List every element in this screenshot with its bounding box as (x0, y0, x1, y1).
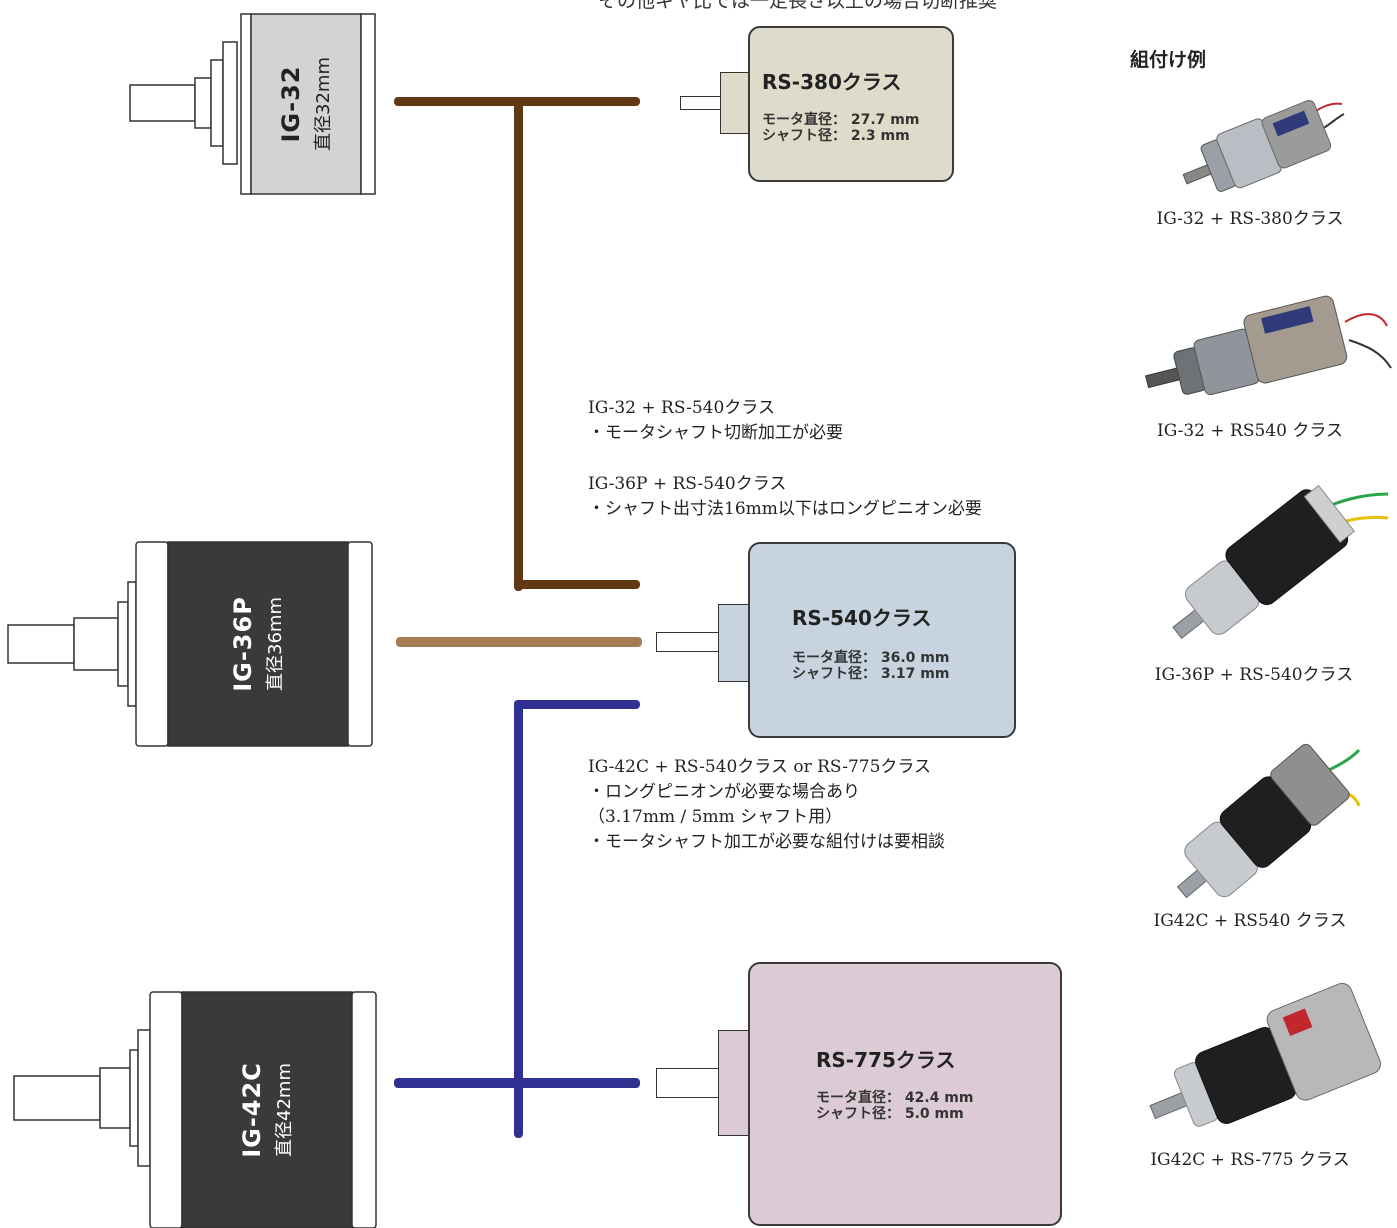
motor-boss-rs380 (720, 72, 750, 134)
motor-boss-rs540 (718, 604, 750, 682)
motor-title: RS-775クラス (816, 1048, 956, 1072)
example-photo-ig32-rs380 (1182, 100, 1345, 192)
motor-shaft-rs540 (656, 632, 720, 652)
example-photo-ig42c-rs540 (1176, 743, 1361, 899)
example-photo-ig32-rs540 (1145, 295, 1392, 396)
example-caption: IG-32 + RS540 クラス (1157, 421, 1343, 441)
motor-box-rs380: RS-380クラス モータ直径： 27.7 mm シャフト径： 2.3 mm (748, 26, 954, 182)
motor-shaft-rs775 (656, 1068, 720, 1098)
gearhead-ig36p: IG-36P 直径36mm (6, 540, 376, 750)
gearhead-diameter-label: 直径42mm (274, 1063, 295, 1157)
note-ig42c: IG-42C + RS-540クラス or RS-775クラス ・ロングピニオン… (588, 755, 945, 855)
note-line: ・シャフト出寸法16mm以下はロングピニオン必要 (588, 499, 982, 519)
example-photo-ig42c-rs775 (1149, 982, 1381, 1127)
connector-line-ig32-vertical (514, 97, 523, 591)
gearhead-ig32-drawing (129, 13, 376, 195)
note-ig32-rs540: IG-32 + RS-540クラス ・モータシャフト切断加工が必要 (588, 396, 843, 446)
gearhead-model-label: IG-36P (229, 596, 257, 692)
motor-title: RS-380クラス (762, 70, 902, 94)
gearhead-ig32: IG-32 直径32mm (128, 12, 378, 202)
examples-title: 組付け例 (1130, 49, 1207, 71)
example-caption: IG42C + RS540 クラス (1153, 911, 1347, 931)
connector-line-ig36p (396, 637, 642, 647)
motor-spec-diameter: モータ直径： 42.4 mm (816, 1090, 974, 1106)
gearhead-diameter-label: 直径36mm (265, 597, 286, 691)
example-caption: IG-32 + RS-380クラス (1156, 209, 1344, 229)
motor-spec-shaft: シャフト径： 5.0 mm (816, 1106, 964, 1122)
note-line: ・モータシャフト切断加工が必要 (588, 423, 843, 443)
example-caption: IG-36P + RS-540クラス (1154, 665, 1354, 685)
motor-spec-shaft: シャフト径： 2.3 mm (762, 128, 910, 144)
motor-box-rs775: RS-775クラス モータ直径： 42.4 mm シャフト径： 5.0 mm (748, 962, 1062, 1226)
note-line: （3.17mm / 5mm シャフト用） (588, 807, 843, 827)
gearhead-model-label: IG-32 (277, 65, 305, 143)
note-line: ・ロングピニオンが必要な場合あり (588, 782, 860, 802)
motor-spec-diameter: モータ直径： 36.0 mm (792, 650, 950, 666)
note-line: IG-36P + RS-540クラス (588, 474, 787, 494)
gearhead-ig42c: IG-42C 直径42mm (12, 990, 382, 1228)
example-caption: IG42C + RS-775 クラス (1150, 1150, 1350, 1170)
connector-line-ig42c (394, 1078, 640, 1088)
gearhead-model-label: IG-42C (238, 1062, 266, 1158)
motor-shaft-rs380 (680, 96, 722, 110)
connector-line-ig42c-to-540 (514, 700, 640, 709)
top-note: その他ギヤ比では一定長さ以上の場合切断推奨 (598, 0, 998, 12)
connector-line-ig42c-vertical (514, 700, 523, 1138)
gearhead-ig42c-drawing (13, 991, 377, 1228)
gearhead-diameter-label: 直径32mm (313, 57, 334, 151)
gearhead-ig36p-drawing (7, 541, 373, 747)
connector-line-ig32-to-540 (514, 580, 640, 589)
example-photo-ig36p-rs540 (1172, 484, 1389, 639)
motor-spec-shaft: シャフト径： 3.17 mm (792, 666, 950, 682)
note-ig36p-rs540: IG-36P + RS-540クラス ・シャフト出寸法16mm以下はロングピニオ… (588, 472, 982, 522)
note-line: ・モータシャフト加工が必要な組付けは要相談 (588, 832, 945, 852)
note-line: IG-42C + RS-540クラス or RS-775クラス (588, 757, 932, 777)
motor-boss-rs775 (718, 1030, 750, 1136)
note-line: IG-32 + RS-540クラス (588, 398, 775, 418)
motor-spec-diameter: モータ直径： 27.7 mm (762, 112, 920, 128)
motor-box-rs540: RS-540クラス モータ直径： 36.0 mm シャフト径： 3.17 mm (748, 542, 1016, 738)
motor-title: RS-540クラス (792, 606, 932, 630)
